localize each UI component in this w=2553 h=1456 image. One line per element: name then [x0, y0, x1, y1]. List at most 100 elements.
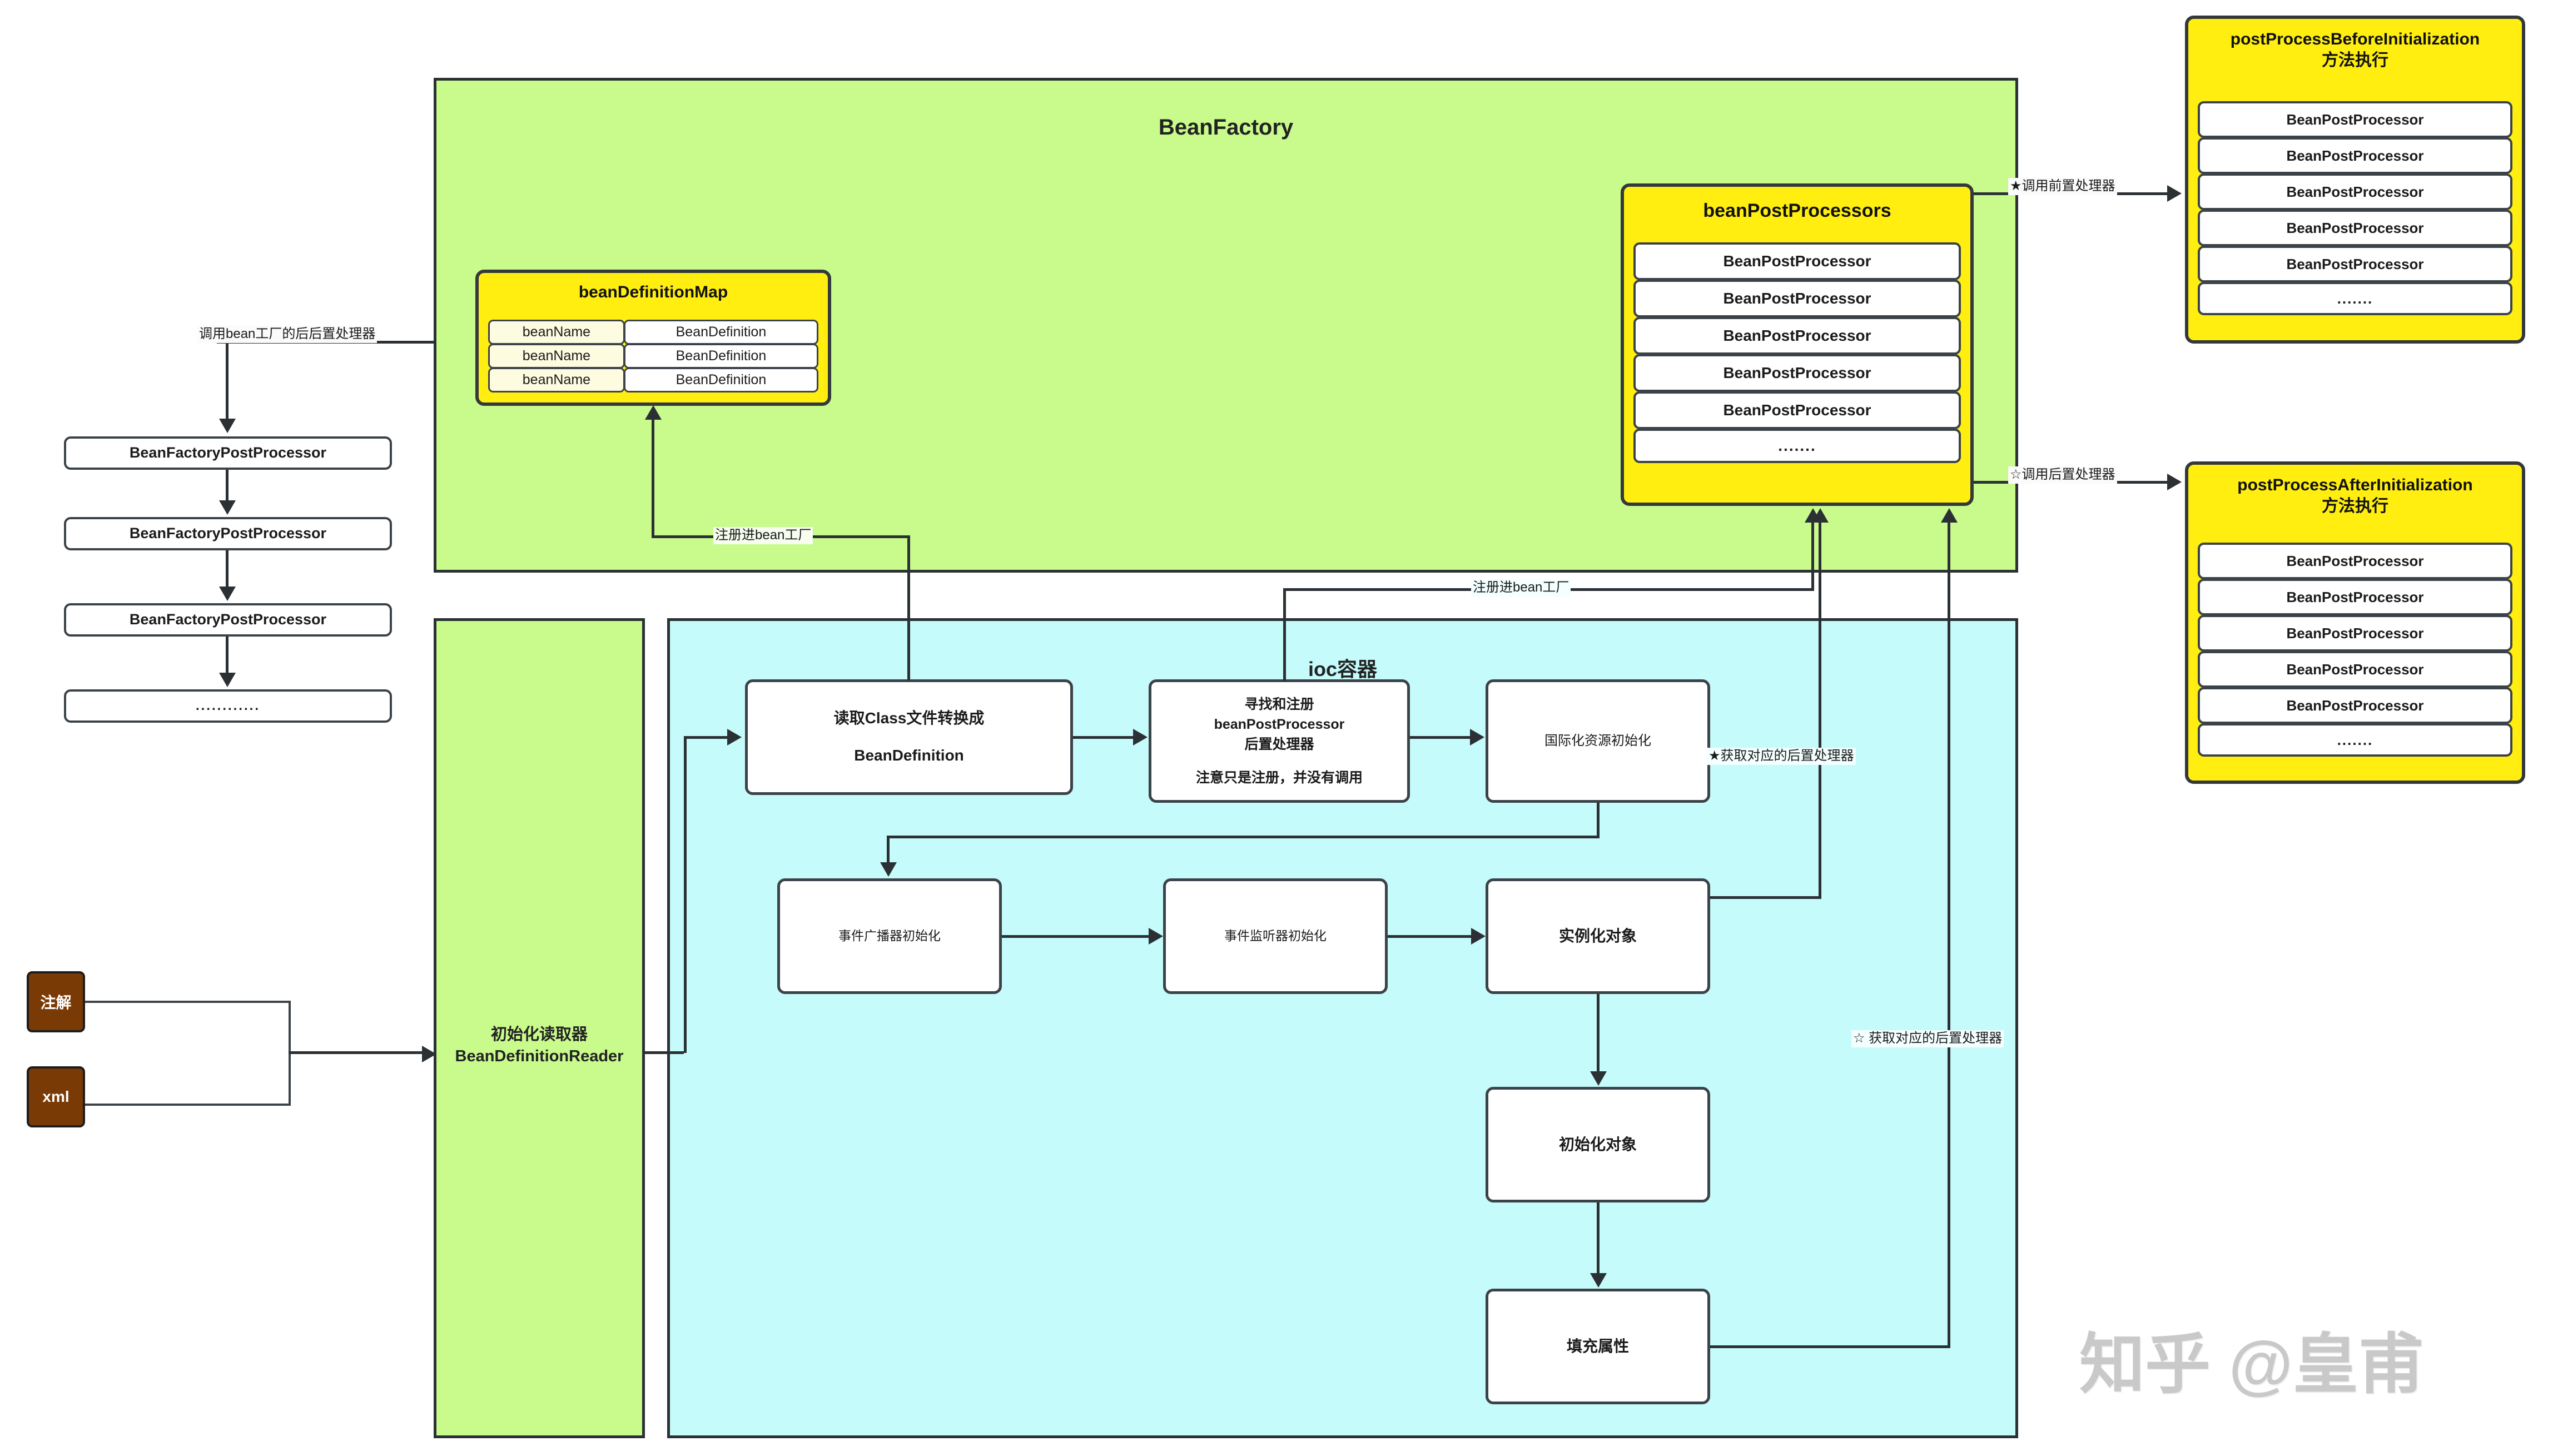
arrow-down-icon	[219, 587, 236, 601]
connector-bpp-to-after-a	[1974, 481, 2011, 484]
connector-bf-down-4	[226, 637, 229, 673]
ioc-step-populate-properties: 填充属性	[1486, 1289, 1710, 1404]
ioc-step-initialize-object: 初始化对象	[1486, 1087, 1710, 1202]
arrow-right-icon	[422, 1046, 436, 1062]
read-class-line1: 读取Class文件转换成	[833, 709, 985, 727]
arrow-right-icon	[1471, 928, 1486, 945]
bean-definition-cell: BeanDefinition	[623, 367, 818, 392]
arrow-right-icon	[2167, 185, 2182, 202]
post-process-after-initialization-box: postProcessAfterInitialization 方法执行 Bean…	[2185, 461, 2525, 784]
post-process-after-list: BeanPostProcessor BeanPostProcessor Bean…	[2198, 543, 2512, 757]
arrow-up-icon	[645, 405, 662, 420]
arrow-right-icon	[1470, 729, 1484, 746]
bean-factory-post-processor-1: BeanFactoryPostProcessor	[64, 436, 392, 470]
connector-find-to-i18n	[1410, 736, 1470, 739]
arrow-down-icon	[219, 673, 236, 687]
post-process-after-title-line2: 方法执行	[2322, 496, 2388, 515]
table-row: beanName BeanDefinition	[488, 367, 818, 392]
bean-factory-post-processor-ellipsis: ............	[64, 689, 392, 723]
ioc-step-event-broadcaster-init: 事件广播器初始化	[777, 878, 1002, 994]
ioc-step-event-listener-init: 事件监听器初始化	[1163, 878, 1388, 994]
read-class-line2: BeanDefinition	[854, 747, 964, 764]
list-item: BeanPostProcessor	[2198, 101, 2512, 138]
bean-factory-post-processor-3: BeanFactoryPostProcessor	[64, 603, 392, 637]
arrow-right-icon	[1149, 928, 1163, 945]
list-item: BeanPostProcessor	[2198, 687, 2512, 724]
connector-bpp-to-before-a	[1974, 192, 2011, 195]
list-item-ellipsis: .......	[2198, 282, 2512, 315]
connector-to-broadcaster	[887, 836, 890, 862]
source-node-xml: xml	[27, 1066, 85, 1127]
list-item: BeanPostProcessor	[1633, 391, 1961, 429]
post-process-after-title-line1: postProcessAfterInitialization	[2237, 476, 2473, 494]
ioc-container-title: ioc容器	[1308, 658, 1377, 680]
bean-definition-map-rows: beanName BeanDefinition beanName BeanDef…	[488, 320, 818, 392]
connector-reader-to-ioc-up	[684, 737, 687, 1053]
connector-listener-to-instantiate	[1388, 935, 1471, 938]
ioc-step-find-register-bpp: 寻找和注册 beanPostProcessor 后置处理器 注意只是注册，并没有…	[1149, 679, 1410, 803]
post-process-before-list: BeanPostProcessor BeanPostProcessor Bean…	[2198, 101, 2512, 315]
post-process-after-title: postProcessAfterInitialization 方法执行	[2188, 475, 2522, 516]
arrow-down-icon	[1590, 1071, 1607, 1086]
reader-title-line2: BeanDefinitionReader	[455, 1047, 624, 1066]
connector-bf-down-1	[226, 341, 229, 419]
list-item-ellipsis: .......	[2198, 723, 2512, 757]
edge-label-register-into-factory-1: 注册进bean工厂	[713, 527, 813, 544]
watermark: 知乎 @皇甫	[2079, 1328, 2424, 1402]
arrow-down-icon	[1590, 1273, 1607, 1288]
bean-name-cell: beanName	[488, 344, 625, 369]
connector-annotation-out	[85, 1001, 291, 1003]
list-item-ellipsis: .......	[1633, 429, 1961, 463]
post-process-before-title: postProcessBeforeInitialization 方法执行	[2188, 29, 2522, 71]
arrow-right-icon	[1133, 729, 1148, 746]
edge-label-register-into-factory-2: 注册进bean工厂	[1471, 579, 1571, 597]
edge-label-call-before-processor: ★调用前置处理器	[2008, 178, 2117, 195]
list-item: BeanPostProcessor	[2198, 543, 2512, 579]
bean-definition-map-box: beanDefinitionMap beanName BeanDefinitio…	[475, 270, 831, 406]
arrow-right-icon	[727, 729, 742, 746]
arrow-right-icon	[2167, 474, 2182, 490]
edge-label-get-processor-after: ☆ 获取对应的后置处理器	[1851, 1030, 2004, 1047]
bean-name-cell: beanName	[488, 320, 625, 345]
find-register-line2: beanPostProcessor	[1214, 716, 1345, 732]
connector-bpp-arrow-up	[1811, 523, 1814, 589]
arrow-down-icon	[880, 862, 897, 877]
beanfactory-title: BeanFactory	[1158, 115, 1294, 140]
connector-instantiate-to-bpp-h	[1710, 896, 1821, 899]
post-process-before-title-line2: 方法执行	[2322, 51, 2388, 69]
list-item: BeanPostProcessor	[2198, 615, 2512, 652]
connector-populate-to-bpp-h	[1710, 1345, 1950, 1348]
bean-name-cell: beanName	[488, 367, 625, 392]
connector-map-arrow-up	[652, 420, 654, 538]
connector-reader-to-readclass	[684, 736, 727, 739]
connector-initialize-to-populate	[1597, 1202, 1600, 1273]
connector-bf-down-2	[226, 470, 229, 500]
connector-instantiate-to-bpp-v	[1819, 523, 1821, 898]
post-process-before-title-line1: postProcessBeforeInitialization	[2230, 30, 2480, 48]
bean-post-processors-box: beanPostProcessors BeanPostProcessor Bea…	[1621, 183, 1974, 506]
find-register-line4: 注意只是注册，并没有调用	[1195, 770, 1363, 786]
arrow-up-icon	[1941, 508, 1958, 523]
arrow-down-icon	[219, 500, 236, 515]
connector-bpp-to-after-b	[2113, 481, 2167, 484]
arrow-up-icon	[1812, 508, 1829, 523]
bean-definition-reader-panel: 初始化读取器 BeanDefinitionReader	[434, 618, 645, 1438]
bean-definition-reader-title: 初始化读取器 BeanDefinitionReader	[436, 1024, 642, 1067]
connector-instantiate-to-initialize	[1597, 994, 1600, 1071]
table-row: beanName BeanDefinition	[488, 344, 818, 369]
connector-readclass-up	[907, 538, 910, 680]
connector-reader-to-ioc	[645, 1051, 684, 1054]
connector-i18n-down	[1597, 803, 1600, 837]
connector-bf-down-3	[226, 550, 229, 587]
connector-readclass-to-find	[1073, 736, 1133, 739]
find-register-line3: 后置处理器	[1244, 737, 1314, 752]
connector-source-to-reader	[289, 1051, 422, 1054]
find-register-line1: 寻找和注册	[1244, 696, 1314, 712]
post-process-before-initialization-box: postProcessBeforeInitialization 方法执行 Bea…	[2185, 16, 2525, 344]
list-item: BeanPostProcessor	[2198, 579, 2512, 615]
list-item: BeanPostProcessor	[2198, 651, 2512, 688]
bean-post-processors-title: beanPostProcessors	[1703, 200, 1891, 221]
table-row: beanName BeanDefinition	[488, 320, 818, 345]
bean-definition-cell: BeanDefinition	[623, 344, 818, 369]
